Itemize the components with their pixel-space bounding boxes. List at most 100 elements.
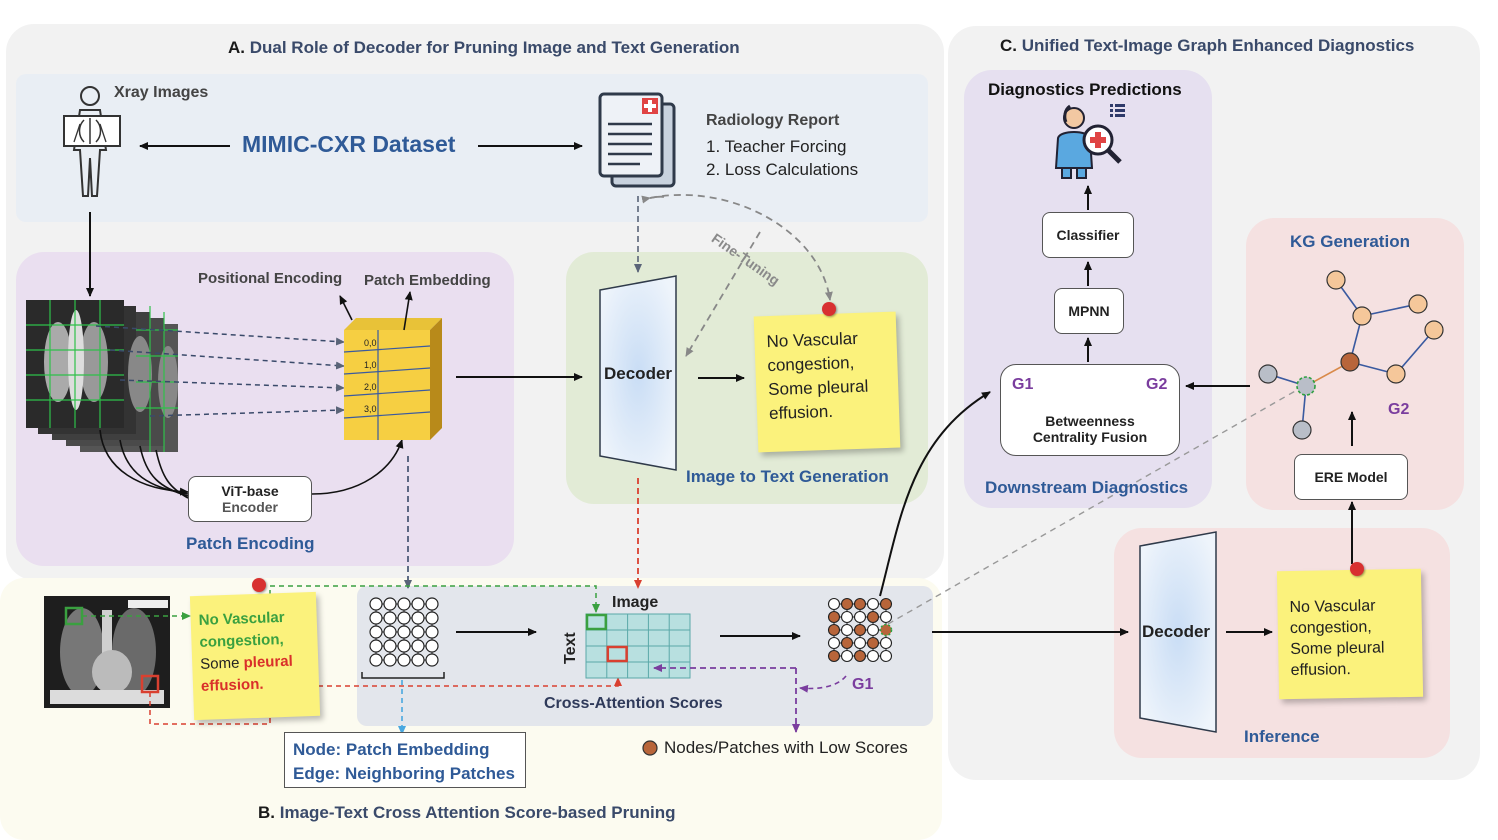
red-to-grid-arrow (318, 677, 622, 687)
patch-node (411, 639, 425, 653)
vit-encoder-box: ViT-base Encoder (188, 476, 312, 522)
kg-generation-label: KG Generation (1290, 232, 1410, 251)
decoder-inference-shape (1139, 531, 1217, 733)
fusion-line-2: Centrality Fusion (1032, 429, 1148, 445)
g1-node (853, 649, 867, 663)
patch-embedding-arrow (403, 291, 413, 331)
patch-node (369, 625, 383, 639)
patch-node (425, 611, 439, 625)
legend-low-score-dot (642, 740, 658, 756)
low-score-legend: Nodes/Patches with Low Scores (664, 738, 908, 757)
g1-node (866, 597, 880, 611)
mpnn-box: MPNN (1054, 288, 1124, 334)
patch-index-1: 1,0 (364, 360, 377, 370)
report-item-2: 2. Loss Calculations (706, 160, 859, 179)
attention-cell-red (606, 645, 628, 663)
report-title: Radiology Report (706, 112, 840, 129)
fine-tuning-to-decoder-arrow (685, 231, 761, 357)
g1-node (866, 636, 880, 650)
g1-node (853, 597, 867, 611)
xray-images-label: Xray Images (114, 84, 209, 101)
decoder-inference-label: Decoder (1142, 622, 1211, 641)
g1-node (827, 610, 841, 624)
g1-node (827, 649, 841, 663)
patch-node (425, 639, 439, 653)
g1-node (827, 636, 841, 650)
note-a: No Vascular congestion, Some pleural eff… (753, 311, 901, 453)
patch-node (369, 653, 383, 667)
img2text-label: Image to Text Generation (686, 467, 889, 486)
patch-node (397, 597, 411, 611)
patch-embedding-block (343, 318, 442, 440)
patch-node (411, 597, 425, 611)
patch-embedding-label: Patch Embedding (364, 272, 491, 289)
g1-label-b: G1 (852, 676, 874, 693)
classifier-box: Classifier (1042, 212, 1134, 258)
patch-node (383, 597, 397, 611)
g1-kg-alignment-line (887, 385, 1305, 625)
fusion-g2: G2 (1146, 376, 1168, 393)
decoder-a-shape (599, 275, 677, 471)
ere-model-box: ERE Model (1294, 454, 1408, 500)
patch-node (425, 625, 439, 639)
patch-encoding-label: Patch Encoding (186, 534, 315, 553)
positional-encoding-label: Positional Encoding (198, 270, 343, 287)
note-c-pin (1350, 562, 1364, 576)
fusion-g1: G1 (1012, 376, 1034, 393)
patch-node (397, 653, 411, 667)
g1-node (840, 597, 854, 611)
patch-node (411, 625, 425, 639)
patch-index-0: 0,0 (364, 338, 377, 348)
section-c-title: C. Unified Text-Image Graph Enhanced Dia… (1000, 36, 1415, 55)
g1-node (866, 623, 880, 637)
g1-node (879, 610, 893, 624)
patch-dashed-arrows (95, 325, 345, 417)
g1-node (866, 610, 880, 624)
xray-image-stack (26, 300, 178, 452)
patch-node (411, 611, 425, 625)
report-item-1: 1. Teacher Forcing (706, 137, 847, 156)
g1-to-fusion-arrow (879, 391, 991, 597)
patch-node (397, 611, 411, 625)
patch-node (425, 653, 439, 667)
g1-node (879, 636, 893, 650)
patch-node (397, 639, 411, 653)
knowledge-graph (1258, 270, 1444, 440)
graph-definition-box: Node: Patch Embedding Edge: Neighboring … (284, 732, 526, 788)
note-b: No Vascular congestion, Some pleural eff… (189, 591, 321, 721)
text-axis-label: Text (562, 632, 579, 664)
g1-node (853, 623, 867, 637)
patch-index-3: 3,0 (364, 404, 377, 414)
patch-node (383, 625, 397, 639)
report-document-icon (598, 92, 676, 188)
g1-node (827, 623, 841, 637)
patch-node (411, 653, 425, 667)
patch-node (369, 639, 383, 653)
vit-line-2: Encoder (221, 499, 278, 515)
fine-tuning-arrow (649, 194, 833, 301)
g1-pruned-graph (827, 597, 893, 663)
chest-xray-image (44, 596, 170, 708)
vit-line-1: ViT-base (221, 483, 279, 499)
g1-node (879, 597, 893, 611)
g1-node (840, 610, 854, 624)
patch-node (425, 597, 439, 611)
encoder-input-arrows (99, 429, 189, 499)
patch-node (369, 597, 383, 611)
g1-node (840, 636, 854, 650)
patch-node (369, 611, 383, 625)
g1-node (827, 597, 841, 611)
g1-node (840, 649, 854, 663)
fusion-line-1: Betweenness (1045, 413, 1135, 429)
diag-pred-label: Diagnostics Predictions (988, 80, 1182, 99)
xray-person-icon (63, 86, 121, 197)
downstream-label: Downstream Diagnostics (985, 478, 1189, 497)
decoder-a-label: Decoder (604, 364, 673, 383)
note-b-some: Some (199, 654, 240, 673)
inference-label: Inference (1244, 727, 1320, 746)
node-definition: Node: Patch Embedding (293, 740, 490, 759)
encoder-to-embedding-arrow (311, 439, 404, 495)
grid-bracket (361, 672, 445, 679)
edge-definition: Edge: Neighboring Patches (293, 764, 515, 783)
g1-node (879, 623, 893, 637)
